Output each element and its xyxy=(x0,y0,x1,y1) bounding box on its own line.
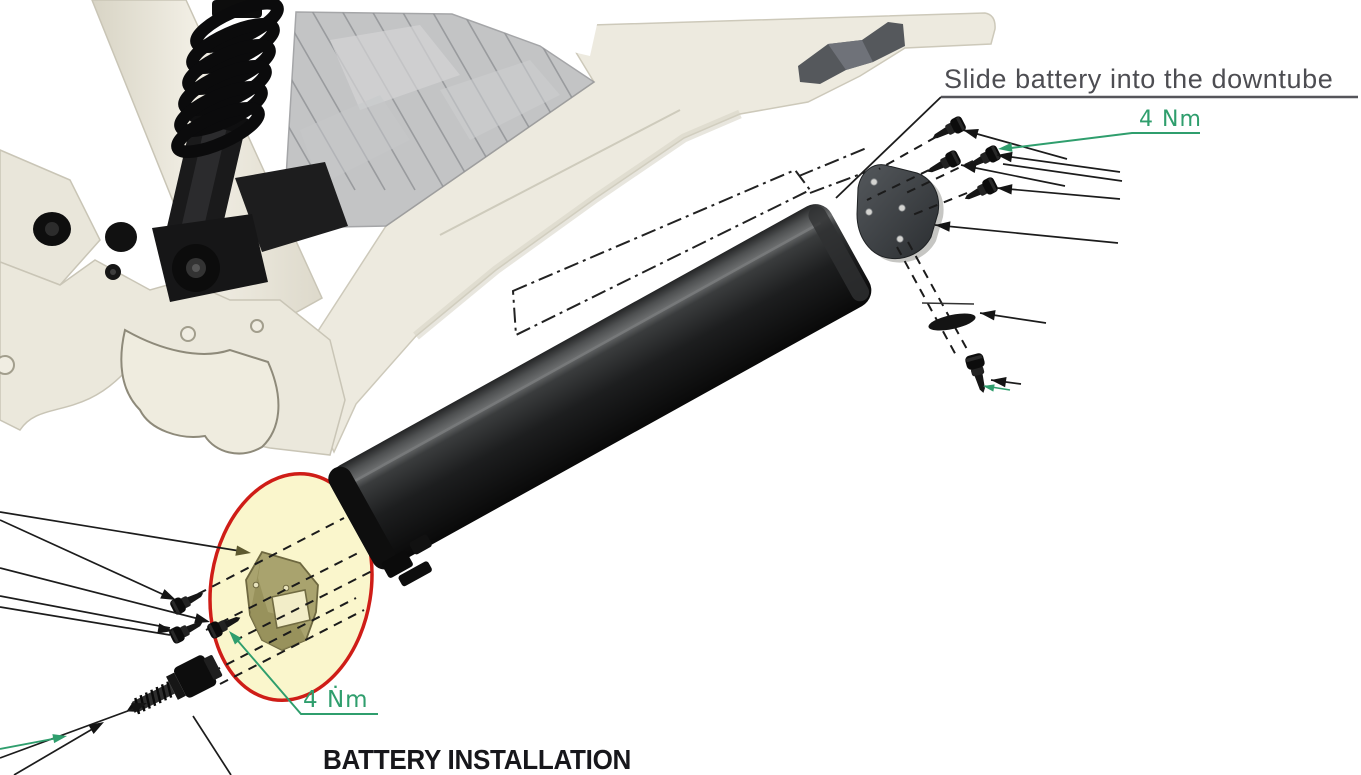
figure-title: BATTERY INSTALLATION xyxy=(323,744,631,775)
instruction-label: Slide battery into the downtube xyxy=(944,64,1333,94)
instruction-callout: Slide battery into the downtube xyxy=(941,64,1358,99)
torque-label-bottom: 4 Ṅm xyxy=(303,685,369,713)
battery-body xyxy=(330,204,872,568)
callout-lines xyxy=(0,96,1123,775)
torque-top-callout: 4 Nm xyxy=(997,107,1201,154)
downtube xyxy=(293,12,996,454)
instruction-leader xyxy=(835,96,942,199)
screw-icon xyxy=(168,586,207,617)
washer-icon xyxy=(921,302,976,331)
motor-area xyxy=(0,149,346,456)
projection-dashed-lines xyxy=(197,136,974,685)
frame-gap xyxy=(548,18,598,56)
torque-label-top: 4 Nm xyxy=(1139,107,1202,132)
callout-arrow xyxy=(979,307,996,321)
alignment-dashdot-box xyxy=(511,146,870,337)
torque-arrow xyxy=(997,142,1013,154)
torque-misc-arrows xyxy=(0,382,1011,750)
mount-bolt-icon xyxy=(126,655,223,715)
torque-bottom-callout: 4 Ṅm xyxy=(225,627,378,715)
internal-battery-ghost xyxy=(282,11,596,229)
lower-bolt-icon xyxy=(964,352,993,396)
callout-arrow xyxy=(996,182,1013,195)
screw-icon xyxy=(929,114,968,145)
frame-guard xyxy=(798,22,905,84)
bike-frame-illustration xyxy=(0,0,996,456)
screw-icon xyxy=(961,175,1000,206)
figure-title-group: BATTERY INSTALLATION xyxy=(323,744,631,775)
battery-connector xyxy=(381,534,432,587)
battery-illustration xyxy=(328,204,872,587)
rear-shock-illustration xyxy=(152,0,348,302)
battery-endcap-plate xyxy=(856,164,944,263)
